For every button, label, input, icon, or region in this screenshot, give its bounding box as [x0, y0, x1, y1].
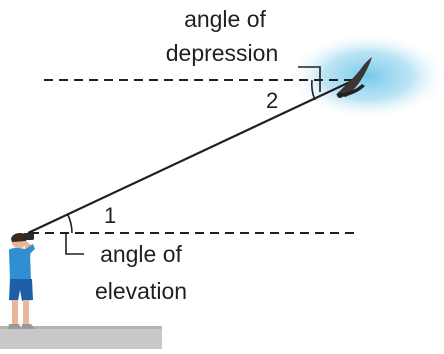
elevation-leader: [65, 233, 84, 255]
sky-glow: [288, 32, 444, 120]
depression-leader: [298, 66, 321, 92]
angle-2-arc: [310, 79, 316, 101]
elevation-label-line2: elevation: [95, 278, 187, 304]
angle-2-label: 2: [266, 88, 278, 113]
depression-label-line2: depression: [166, 40, 279, 66]
line-of-sight: [27, 80, 353, 234]
angle-1-arc: [67, 214, 73, 234]
elevation-label-line1: angle of: [100, 241, 182, 267]
bird-icon: [336, 57, 372, 98]
ground: [0, 326, 162, 349]
ground-edge: [0, 326, 162, 329]
angle-1-label: 1: [104, 203, 116, 228]
depression-label-line1: angle of: [184, 6, 266, 32]
person-with-binoculars-icon: [8, 233, 35, 329]
